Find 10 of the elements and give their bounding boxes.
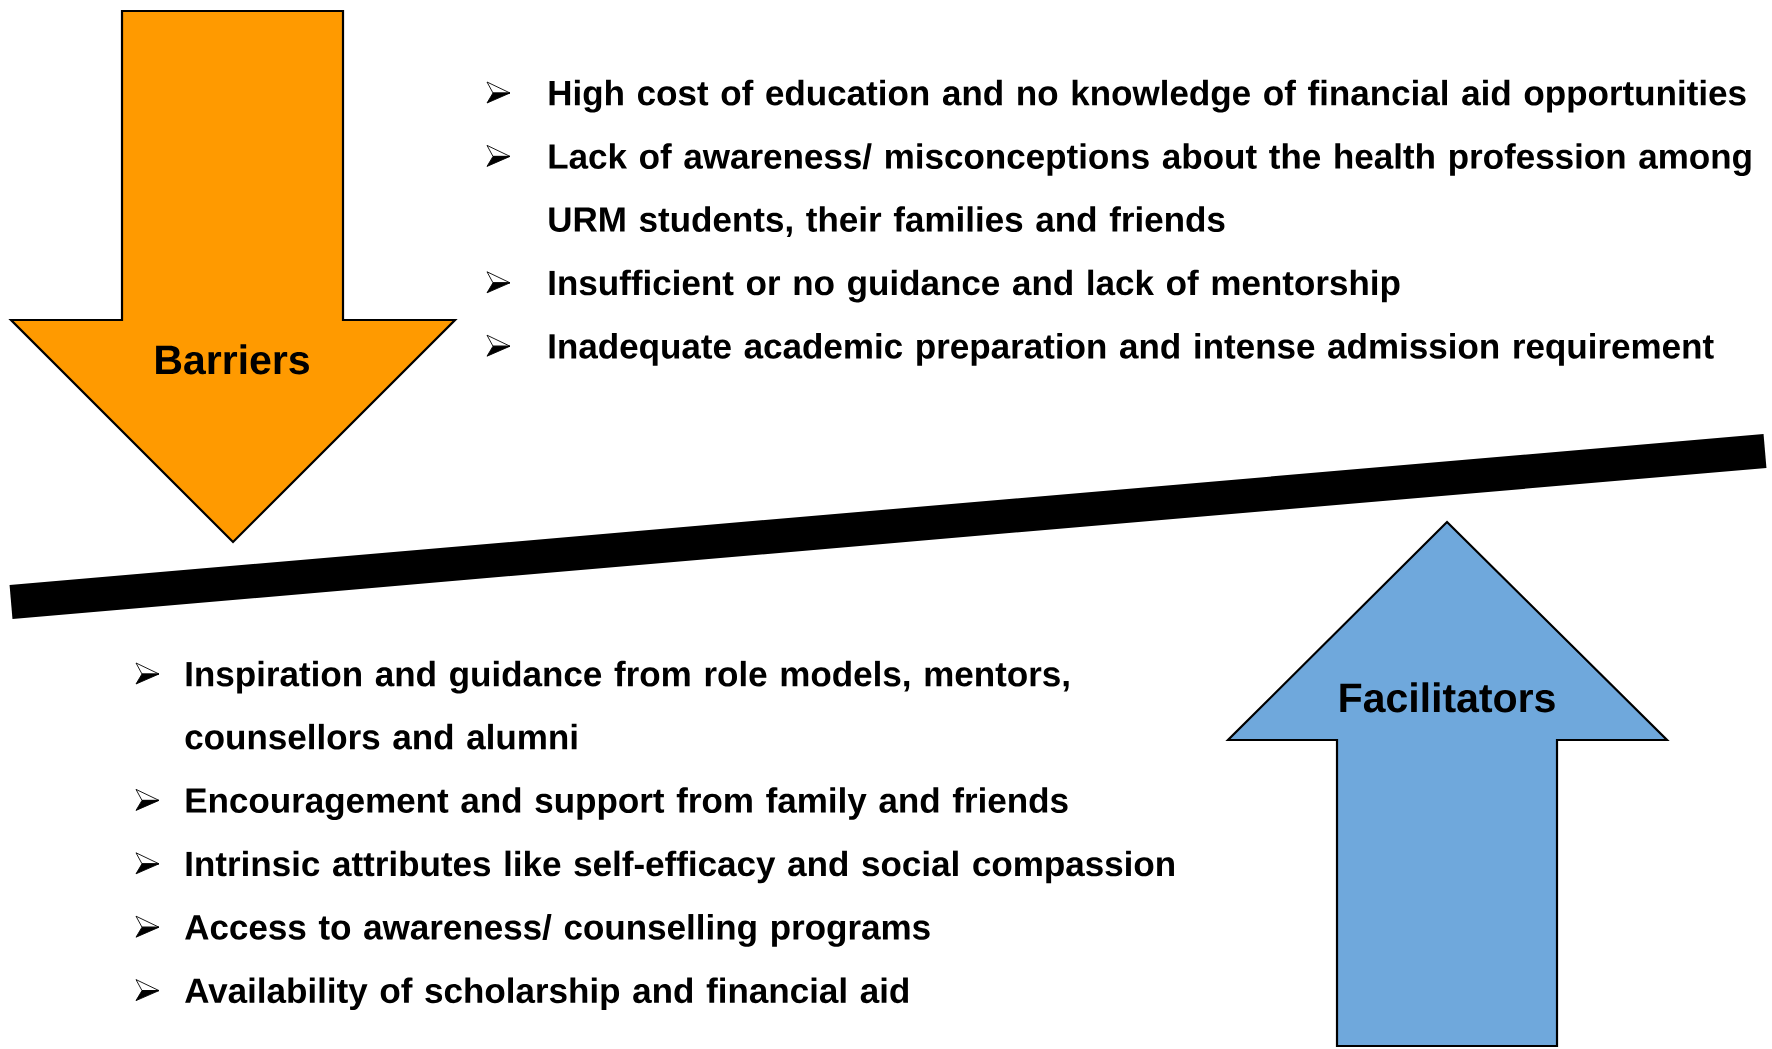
list-item: Encouragement and support from family and friends — [186, 787, 1068, 820]
list-item: Intrinsic attributes like self-efficacy and social compassion — [186, 850, 1174, 884]
balance-beam — [9, 434, 1767, 619]
list-item: Availability of scholarship and financial aid — [185, 977, 908, 1011]
list-item: Access to awareness/ counselling programs — [185, 914, 930, 947]
list-item: Inadequate academic preparation and intense admission requirement — [549, 333, 1714, 366]
list-item: Lack of awareness/ misconceptions about the health profession among URM students, their families and friends — [549, 143, 1751, 237]
list-item: Insufficient or no guidance and lack of mentorship — [549, 269, 1400, 303]
list-item: Inspiration and guidance from role models, mentors, counsellors and alumni — [185, 660, 1069, 750]
list-item: High cost of education and no knowledge of financial aid opportunities — [549, 79, 1746, 113]
